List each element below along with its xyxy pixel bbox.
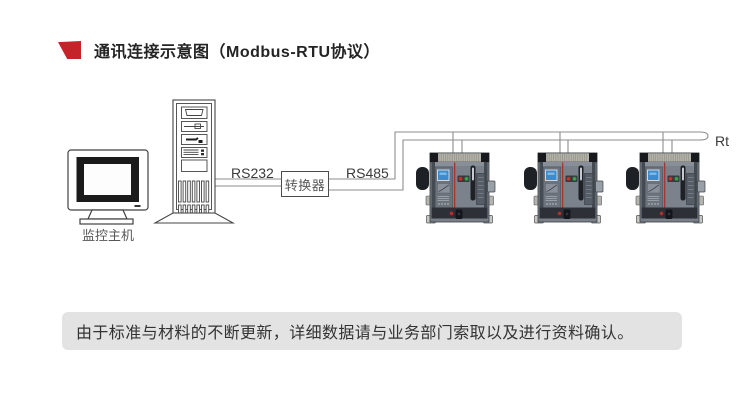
note-box: 由于标准与材料的不断更新，详细数据请与业务部门索取以及进行资料确认。 [62,312,682,350]
circuit-breaker-3 [625,152,706,224]
empty-bay [181,159,208,172]
vent-slots [178,180,210,214]
circuit-breaker-2 [523,152,604,224]
tower-pc-icon [152,99,236,224]
rs232-label: RS232 [231,165,274,181]
circuit-breaker-1 [415,152,496,224]
converter-box: 转换器 [281,171,329,197]
crt-monitor-icon [67,149,149,225]
terminator-label: Rt [715,133,729,149]
page-title: 通讯连接示意图（Modbus-RTU协议） [94,44,381,61]
converter-label: 转换器 [284,177,326,193]
rs485-label: RS485 [346,165,389,181]
wire-drops [452,132,673,155]
cd-drive [181,106,208,119]
note-text: 由于标准与材料的不断更新，详细数据请与业务部门索取以及进行资料确认。 [76,325,634,342]
front-grille [181,147,208,158]
wire-rs485-bus [327,131,709,191]
host-label: 监控主机 [81,228,134,243]
wire-rs232 [214,178,283,187]
